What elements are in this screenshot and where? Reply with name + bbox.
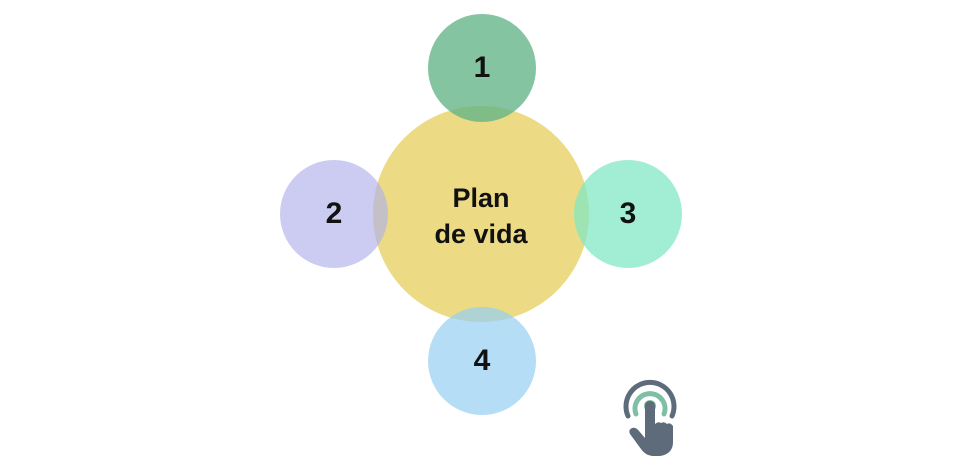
node-label-2: 2: [325, 197, 343, 230]
tap-hand-icon[interactable]: [614, 372, 686, 458]
center-label-line2: de vida: [434, 219, 528, 249]
center-label: Plan de vida: [434, 180, 527, 252]
center-circle-plan-de-vida: Plan de vida: [373, 106, 589, 322]
node-label-4: 4: [473, 344, 491, 377]
center-label-line1: Plan: [452, 183, 510, 213]
node-label-1: 1: [473, 51, 491, 84]
node-circle-1: 1: [428, 14, 536, 122]
node-label-3: 3: [619, 197, 637, 230]
node-circle-4: 4: [428, 307, 536, 415]
node-circle-3: 3: [574, 160, 682, 268]
node-circle-2: 2: [280, 160, 388, 268]
